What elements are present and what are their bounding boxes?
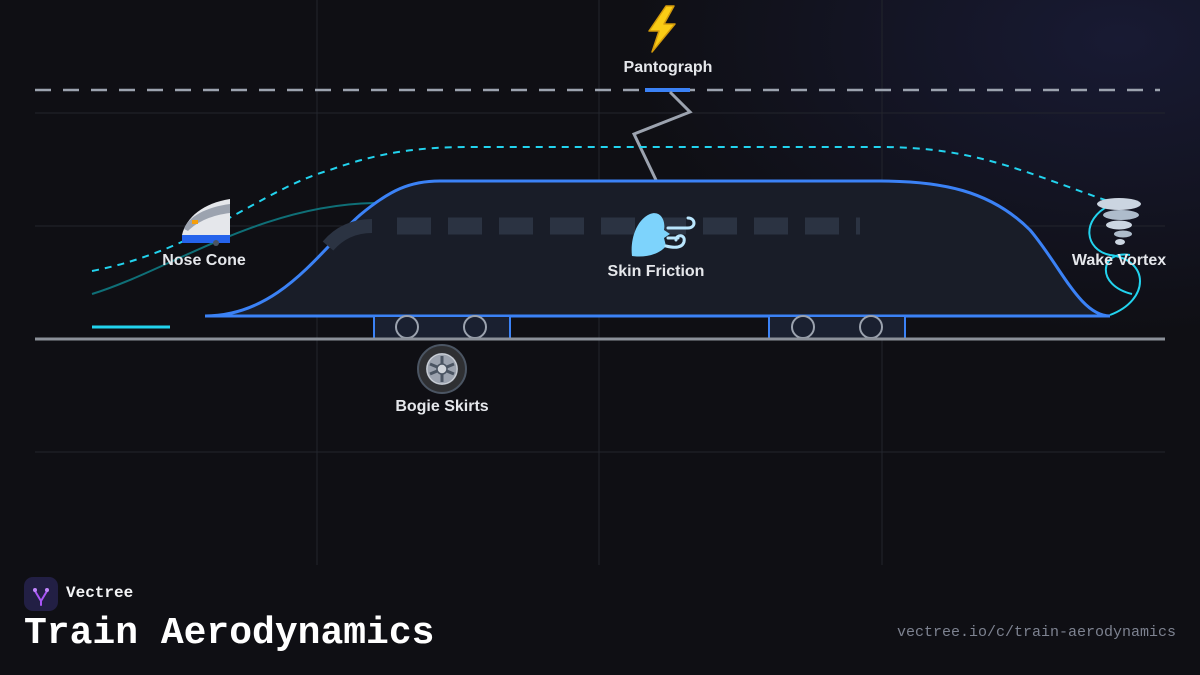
pantograph-label: Pantograph <box>623 59 713 76</box>
lightning-bolt-icon <box>648 5 676 53</box>
source-url[interactable]: vectree.io/c/train-aerodynamics <box>896 624 1176 641</box>
pantograph-arm <box>631 90 693 181</box>
wheel <box>791 315 815 339</box>
wheel-icon <box>417 344 467 394</box>
wheel <box>463 315 487 339</box>
wake-vortex-swirl <box>1088 204 1141 316</box>
brand-name: Vectree <box>66 584 134 602</box>
wake-vortex-label: Wake Vortex <box>1071 252 1167 269</box>
bogie-skirts-label: Bogie Skirts <box>395 398 489 415</box>
wind-face-icon <box>631 213 696 257</box>
high-speed-train-icon <box>182 199 230 246</box>
nose-cone-label: Nose Cone <box>162 252 246 269</box>
front-bogie <box>373 315 511 340</box>
tornado-icon <box>1097 198 1141 245</box>
skin-friction-label: Skin Friction <box>607 263 705 280</box>
tree-icon <box>33 588 49 606</box>
wheel <box>395 315 419 339</box>
wheel <box>859 315 883 339</box>
vectree-logo <box>24 577 58 611</box>
rear-bogie <box>768 315 906 340</box>
page-title: Train Aerodynamics <box>24 612 435 655</box>
train-windshield <box>322 219 373 251</box>
